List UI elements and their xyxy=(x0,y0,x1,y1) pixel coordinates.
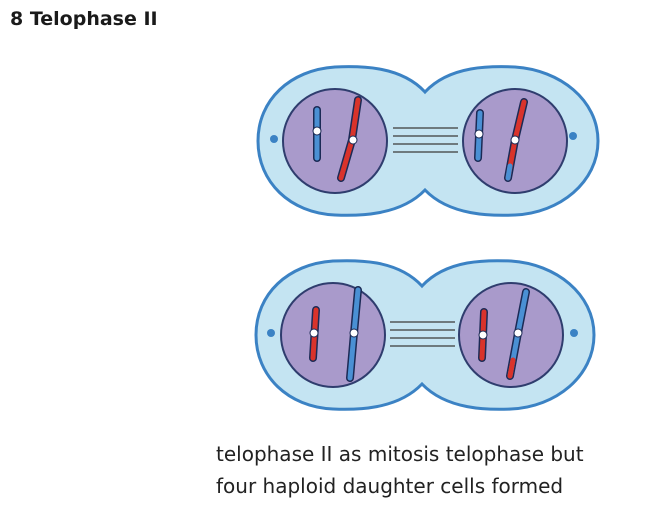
chromosome-blue-long-bottom-left xyxy=(346,286,362,382)
nucleus-bottom-left xyxy=(280,282,386,388)
centriole-top-left xyxy=(270,135,278,143)
spindle-remnant-top xyxy=(393,127,458,153)
chromosome-blue-long-bottom-right xyxy=(506,288,530,380)
spindle-remnant-bottom xyxy=(390,321,455,347)
dividing-cell-top xyxy=(256,65,600,217)
caption-line-2: four haploid daughter cells formed xyxy=(216,474,564,498)
dividing-cell-bottom xyxy=(254,259,596,411)
chromosome-blue-short-top-right xyxy=(474,109,484,162)
chromosome-blue-short-top-left xyxy=(312,106,322,162)
nucleus-top-left xyxy=(282,88,388,194)
centriole-top-right xyxy=(569,132,577,140)
chromosome-red-long-top-right xyxy=(504,98,528,182)
caption-line-1: telophase II as mitosis telophase but xyxy=(216,442,584,466)
diagram-title: 8 Telophase II xyxy=(10,8,158,30)
centriole-bottom-right xyxy=(570,329,578,337)
centriole-bottom-left xyxy=(267,329,275,337)
chromosome-red-short-bottom-left xyxy=(309,306,320,362)
chromosome-red-long-top-left xyxy=(337,96,362,182)
chromosome-red-short-bottom-right xyxy=(478,308,488,362)
